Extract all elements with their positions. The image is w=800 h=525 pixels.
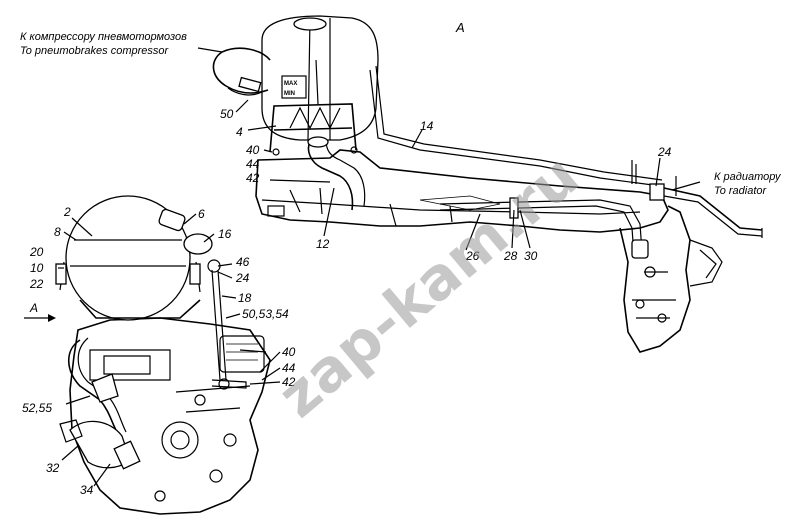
expansion-tank <box>261 15 379 141</box>
part-label-6: 6 <box>198 207 205 221</box>
part-label-52-55: 52,55 <box>22 401 52 415</box>
part-label-26: 26 <box>465 249 480 263</box>
leader-lines <box>24 47 701 487</box>
compressor-callout-en: To pneumobrakes compressor <box>20 45 170 57</box>
part-label-40-bot: 40 <box>282 345 296 359</box>
part-label-50-top: 50 <box>220 107 234 121</box>
tank-support-bracket <box>79 299 201 319</box>
watermark: zap-kam.ru <box>265 142 591 431</box>
part-label-12: 12 <box>316 237 330 251</box>
compressor-hose <box>212 47 271 94</box>
hose-52-55 <box>67 339 119 435</box>
part-label-20: 20 <box>29 245 44 259</box>
part-label-40-top: 40 <box>246 143 260 157</box>
part-label-24-mid: 24 <box>235 271 250 285</box>
tank-min-mark: MIN <box>284 91 295 97</box>
part-label-50-53-54: 50,53,54 <box>242 307 289 321</box>
strut-18 <box>211 269 227 381</box>
part-label-44-top: 44 <box>246 157 260 171</box>
arrow-a-label: A <box>29 301 38 315</box>
engine-block-front <box>69 317 271 515</box>
part-label-4: 4 <box>236 125 243 139</box>
part-label-28: 28 <box>503 249 518 263</box>
annotations: A К компрессору пневмотормозов To pneumo… <box>20 20 782 497</box>
part-label-2: 2 <box>63 205 71 219</box>
part-label-46: 46 <box>236 255 250 269</box>
part-label-24-top: 24 <box>657 145 672 159</box>
part-label-10: 10 <box>30 261 44 275</box>
part-label-44-bot: 44 <box>282 361 296 375</box>
pipe-26 <box>439 199 643 253</box>
part-label-22: 22 <box>29 277 44 291</box>
part-label-42-bot: 42 <box>282 375 296 389</box>
part-label-42-top: 42 <box>246 171 260 185</box>
tank-bracket <box>269 103 357 153</box>
radiator-callout-en: To radiator <box>714 185 768 197</box>
part-label-30: 30 <box>524 249 538 263</box>
front-view-assembly <box>55 195 271 515</box>
compressor-callout-ru: К компрессору пневмотормозов <box>20 31 187 43</box>
coolant-hose-12 <box>307 141 354 211</box>
tank-max-mark: MAX <box>284 81 297 87</box>
view-a-assembly: MAX MIN <box>212 15 763 353</box>
part-label-18: 18 <box>238 291 252 305</box>
part-label-32: 32 <box>46 461 60 475</box>
radiator-callout-ru: К радиатору <box>714 171 782 183</box>
part-label-8: 8 <box>54 225 61 239</box>
radiator-pipe <box>663 187 763 231</box>
part-label-14: 14 <box>420 119 434 133</box>
view-label: A <box>455 20 465 35</box>
right-housing <box>619 205 691 353</box>
expansion-tank-front <box>65 195 191 321</box>
steam-pipe-14 <box>369 69 661 187</box>
part-label-16: 16 <box>218 227 232 241</box>
part-label-34: 34 <box>80 483 94 497</box>
